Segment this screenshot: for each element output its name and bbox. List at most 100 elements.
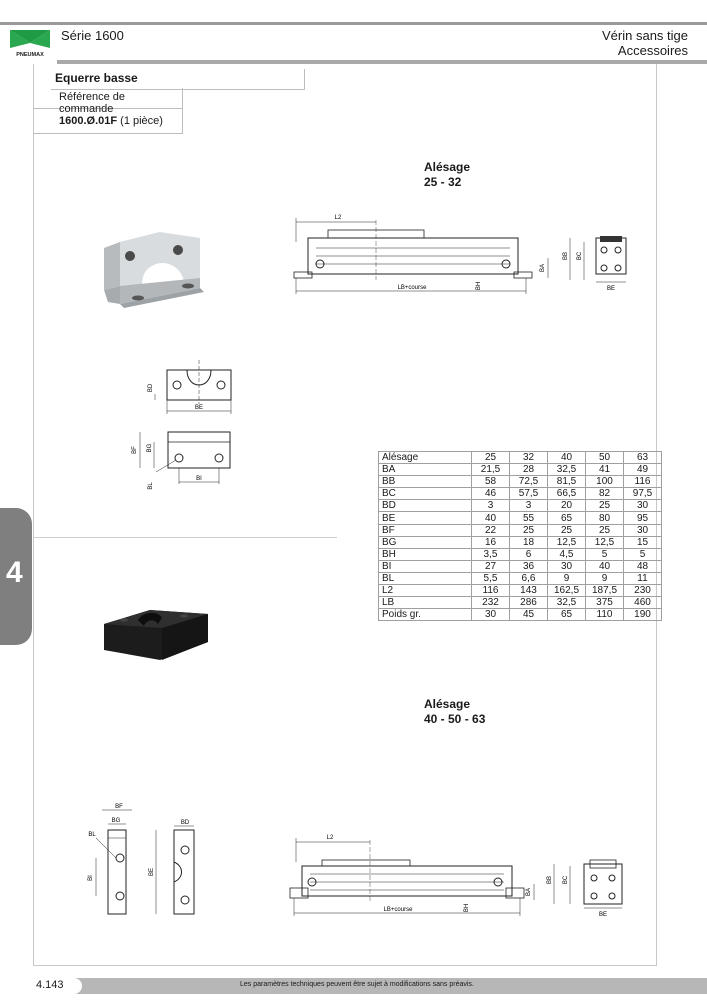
spec-cell: 65: [547, 608, 586, 622]
spec-row-label: BC: [378, 487, 472, 501]
spec-cell: 460: [623, 596, 662, 610]
spec-row-label: BF: [378, 523, 472, 537]
bracket-side-view-small: BF BG BL BI: [132, 431, 231, 490]
dim-be-label: BE: [195, 405, 203, 411]
spec-cell: 6,6: [509, 571, 548, 586]
page-subtitle: Accessoires: [617, 43, 688, 58]
spec-cell: 81,5: [547, 475, 586, 489]
dim-bb-label-small: BB: [563, 252, 569, 260]
spec-cell: 21,5: [471, 463, 510, 477]
spec-cell: 32,5: [547, 596, 586, 610]
top-rule: [0, 22, 707, 25]
spec-cell: 162,5: [547, 584, 586, 598]
spec-cell: 30: [623, 523, 662, 537]
spec-cell: 80: [585, 511, 624, 525]
dim-lb-label-large: LB+course: [384, 907, 414, 913]
spec-cell: 12,5: [585, 535, 624, 549]
spec-cell: 5: [623, 547, 662, 561]
dim-bh-label-large: BH: [464, 904, 470, 912]
spec-cell: 9: [547, 571, 586, 586]
footer-note: Les paramètres techniques peuvent être s…: [240, 981, 474, 988]
dim-bi-label: BI: [196, 476, 202, 482]
pneumax-logo-icon: PNEUMAX: [8, 30, 52, 58]
spec-row-label: LB: [378, 596, 472, 610]
spec-cell: 3,5: [471, 547, 510, 561]
spec-cell: 25: [547, 523, 586, 537]
spec-cell: 12,5: [547, 535, 586, 549]
spec-cell: 30: [471, 608, 510, 622]
spec-cell: 4,5: [547, 547, 586, 561]
spec-row-label: BB: [378, 475, 472, 489]
dim-bf-label: BF: [132, 446, 138, 454]
dim-bf-label-large: BF: [115, 804, 123, 810]
spec-cell: 22: [471, 523, 510, 537]
spec-row-label: BL: [378, 571, 472, 586]
page-number: 4.143: [0, 978, 82, 994]
dim-l2-label-small: L2: [335, 215, 342, 221]
dim-bl-label: BL: [148, 482, 154, 490]
spec-cell: 55: [509, 511, 548, 525]
dim-l2-label-large: L2: [327, 835, 334, 841]
spec-cell: 40: [585, 559, 624, 573]
spec-cell: 116: [471, 584, 510, 598]
spec-cell: 232: [471, 596, 510, 610]
dim-ba-label-small: BA: [540, 264, 546, 272]
spec-cell: 27: [471, 559, 510, 573]
bore-small-values: 25 - 32: [424, 175, 462, 189]
spec-cell: 16: [471, 535, 510, 549]
spec-cell: 375: [585, 596, 624, 610]
spec-cell: 143: [509, 584, 548, 598]
spec-cell: 286: [509, 596, 548, 610]
spec-cell: 5: [585, 547, 624, 561]
spec-row-label: BH: [378, 547, 472, 561]
dim-bh-label-small: BH: [476, 282, 482, 290]
spec-cell: 97,5: [623, 487, 662, 501]
bore-large-label: Alésage: [424, 697, 471, 711]
spec-row-label: BI: [378, 559, 472, 573]
bore-large-values: 40 - 50 - 63: [424, 712, 486, 726]
bore-small-heading: Alésage 25 - 32: [424, 160, 470, 190]
spec-cell: 63: [623, 450, 662, 465]
spec-cell: 82: [585, 487, 624, 501]
spec-cell: 230: [623, 584, 662, 598]
dim-bg-label: BG: [147, 443, 153, 452]
spec-cell: 15: [623, 535, 662, 549]
spec-cell: 95: [623, 511, 662, 525]
spec-cell: 25: [585, 523, 624, 537]
dim-be-label-large: BE: [149, 868, 155, 876]
bracket-photo-light: [104, 232, 204, 308]
order-ref-qty: (1 pièce): [120, 115, 163, 127]
spec-cell: 3: [509, 499, 548, 513]
spec-cell: 40: [547, 450, 586, 465]
spec-row-label: Alésage: [378, 450, 472, 465]
spec-cell: 25: [585, 499, 624, 513]
spec-row-label: L2: [378, 584, 472, 598]
spec-cell: 66,5: [547, 487, 586, 501]
spec-cell: 32: [509, 450, 548, 465]
chapter-tab: 4: [0, 508, 32, 645]
dim-bc-label-large: BC: [563, 875, 569, 884]
spec-cell: 36: [509, 559, 548, 573]
series-name: Série 1600: [61, 28, 124, 43]
dim-be-label-cyl-small: BE: [607, 286, 615, 292]
cylinder-drawing-25-32: L2 LB+course BH BA BB BC BE: [293, 215, 627, 294]
order-ref-value: 1600.Ø.01F (1 pièce): [33, 109, 183, 134]
bracket-side-view-large: BF BG BL BI: [88, 804, 132, 915]
spec-cell: 32,5: [547, 463, 586, 477]
spec-cell: 18: [509, 535, 548, 549]
spec-row-label: BE: [378, 511, 472, 525]
dim-bi-label-large: BI: [88, 875, 94, 881]
bracket-photo-dark: [104, 610, 208, 660]
dim-bc-label-small: BC: [577, 251, 583, 260]
cylinder-drawing-40-50-63: L2 LB+course BH BA BB BC BE: [289, 835, 623, 918]
spec-cell: 57,5: [509, 487, 548, 501]
spec-cell: 5,5: [471, 571, 510, 586]
order-ref-code: 1600.Ø.01F: [59, 115, 118, 127]
